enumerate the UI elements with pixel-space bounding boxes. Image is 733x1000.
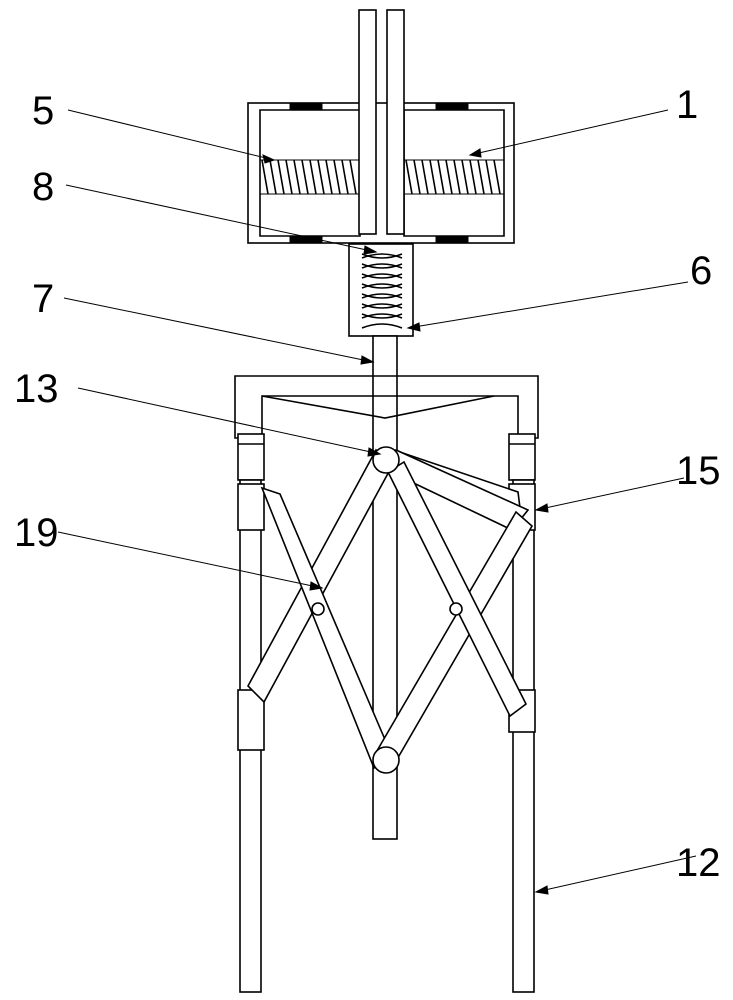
- pivot-right: [449, 602, 463, 616]
- label-7: 7: [32, 277, 54, 321]
- pad-top-left: [289, 102, 323, 110]
- label-8: 8: [32, 165, 54, 209]
- label-19: 19: [14, 511, 59, 555]
- pad-bottom-right: [435, 235, 469, 243]
- leader-lines: [57, 109, 697, 895]
- pad-top-right: [435, 102, 469, 110]
- label-1: 1: [676, 83, 698, 127]
- label-12: 12: [676, 841, 721, 885]
- central-rods: [358, 9, 405, 235]
- label-6: 6: [690, 249, 712, 293]
- pivot-top: [372, 446, 400, 474]
- pad-bottom-left: [289, 235, 323, 243]
- label-15: 15: [676, 449, 721, 493]
- spring-sleeve: [348, 243, 414, 337]
- label-5: 5: [32, 89, 54, 133]
- scissor-linkage: [247, 446, 534, 774]
- pivot-bottom: [372, 746, 400, 774]
- label-13: 13: [14, 367, 59, 411]
- pivot-left: [311, 602, 325, 616]
